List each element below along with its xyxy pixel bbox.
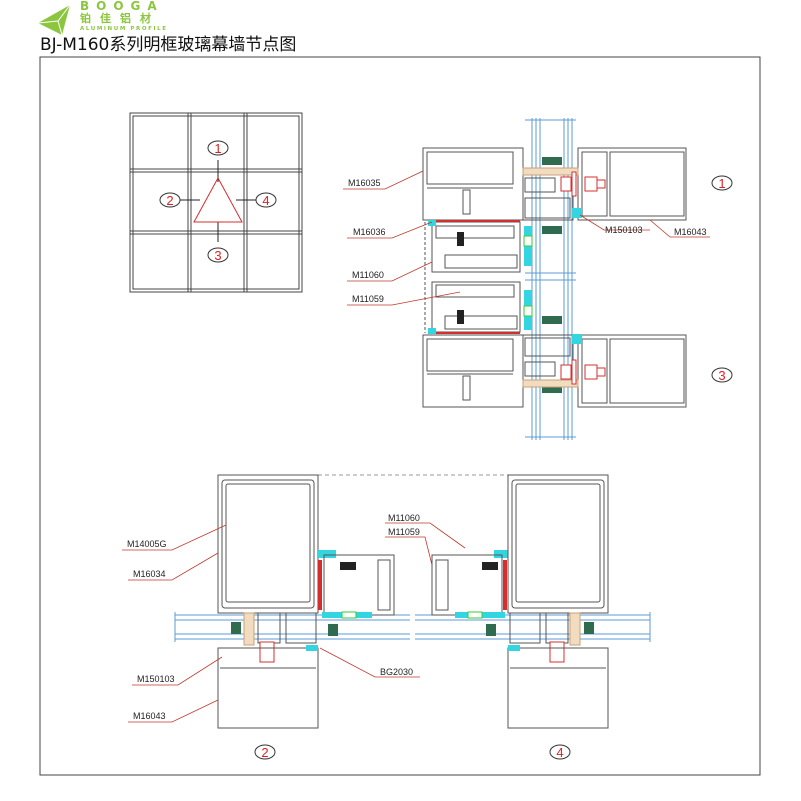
drawing-border — [39, 56, 761, 776]
elevation-marker-1: 1 — [207, 140, 229, 156]
section-marker-1: 1 — [711, 175, 733, 191]
logo-triangle-icon — [38, 4, 71, 36]
brand-name-en: BOOGA — [80, 0, 164, 13]
brand-subtitle: ALUMINUM PROFILE — [80, 26, 168, 32]
horizontal-section — [174, 474, 651, 729]
label-m16034: M16034 — [133, 569, 166, 579]
horizontal-leader-lines — [122, 522, 466, 723]
brand-name-cn: 铂佳铝材 — [80, 12, 160, 25]
svg-text:1: 1 — [718, 176, 725, 191]
svg-text:3: 3 — [718, 368, 725, 383]
label-m16036: M16036 — [353, 227, 386, 237]
svg-text:1: 1 — [214, 141, 221, 156]
label-m14005g: M14005G — [127, 539, 167, 549]
svg-text:2: 2 — [261, 745, 268, 760]
label-m11059-top: M11059 — [352, 294, 384, 304]
label-bg2030: BG2030 — [380, 667, 413, 677]
svg-text:4: 4 — [556, 745, 563, 760]
elevation-marker-3: 3 — [207, 247, 229, 263]
page-title: BJ-M160系列明框玻璃幕墙节点图 — [40, 35, 297, 55]
elevation-marker-4: 4 — [255, 192, 277, 208]
label-m16043-bottom: M16043 — [133, 711, 166, 721]
section-marker-2: 2 — [254, 744, 276, 760]
section-marker-4: 4 — [549, 744, 571, 760]
svg-text:2: 2 — [166, 193, 173, 208]
section-marker-3: 3 — [711, 367, 733, 383]
label-m11060-top: M11060 — [352, 270, 384, 280]
label-m11059-bottom: M11059 — [388, 527, 420, 537]
vertical-leader-lines — [343, 170, 710, 306]
vertical-section — [422, 118, 687, 440]
label-m11060-bottom: M11060 — [388, 513, 420, 523]
label-m16043-top: M16043 — [674, 227, 707, 237]
elevation-grid — [129, 112, 303, 293]
svg-text:4: 4 — [262, 193, 269, 208]
brand-logo — [38, 3, 78, 37]
label-m16035: M16035 — [348, 178, 381, 188]
label-m150103-top: M150103 — [605, 225, 643, 235]
elevation-marker-2: 2 — [159, 192, 181, 208]
svg-text:3: 3 — [214, 248, 221, 263]
label-m150103-bottom: M150103 — [137, 674, 175, 684]
